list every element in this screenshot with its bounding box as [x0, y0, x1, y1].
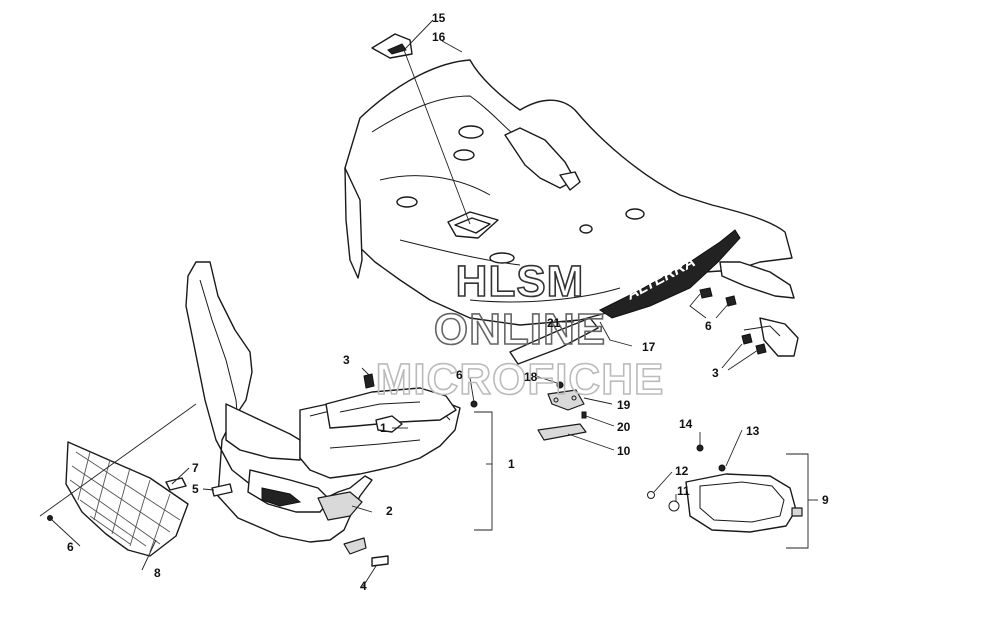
callout-14: 14 — [679, 417, 693, 431]
callout-19: 19 — [617, 398, 631, 412]
watermark-line-2: ONLINE — [434, 305, 606, 354]
leader-lines — [39, 19, 818, 589]
callout-3-bumper: 3 — [343, 353, 350, 367]
light-bracket-part — [537, 381, 587, 441]
callout-5: 5 — [192, 482, 199, 496]
front-fascia-part — [185, 261, 478, 567]
callout-7: 7 — [192, 461, 199, 475]
callout-21: 21 — [547, 316, 561, 330]
callout-11: 11 — [677, 484, 690, 498]
vent-plate-part — [371, 33, 413, 59]
callout-10: 10 — [617, 444, 631, 458]
callout-12: 12 — [675, 464, 689, 478]
callout-20: 20 — [617, 420, 631, 434]
callout-16: 16 — [432, 30, 446, 44]
callouts: 15 16 21 17 6 3 3 6 18 19 20 10 1 1 7 5 … — [67, 11, 829, 593]
callout-6-bumper: 6 — [456, 368, 463, 382]
callout-6-hood: 6 — [705, 319, 712, 333]
watermark-line-3: MICROFICHE — [376, 355, 665, 404]
callout-9: 9 — [822, 493, 829, 507]
callout-18: 18 — [524, 370, 538, 384]
callout-3-hood: 3 — [712, 366, 719, 380]
headlight-part — [647, 444, 803, 533]
watermark-line-1: HLSM — [456, 257, 585, 306]
callout-1-assembly: 1 — [508, 457, 515, 471]
grille-part — [65, 441, 189, 557]
callout-6-grille: 6 — [67, 540, 74, 554]
lower-trim-part — [509, 317, 599, 365]
callout-15: 15 — [432, 11, 446, 25]
callout-13: 13 — [746, 424, 760, 438]
grille-fasteners — [47, 477, 233, 521]
callout-2: 2 — [386, 504, 393, 518]
watermark: HLSM ONLINE MICROFICHE — [375, 256, 665, 405]
callout-4: 4 — [360, 579, 367, 593]
callout-17: 17 — [642, 340, 656, 354]
callout-8: 8 — [154, 566, 161, 580]
callout-1-bracket: 1 — [380, 421, 387, 435]
front-hood-part: ALTERRA — [344, 59, 799, 357]
